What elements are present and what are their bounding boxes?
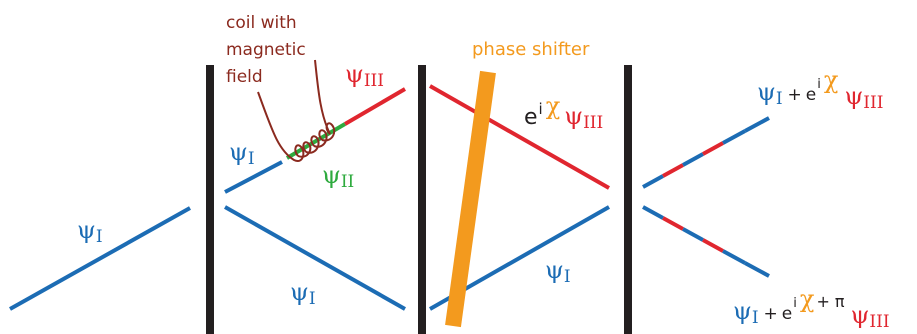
output-lower-beam (642, 205, 770, 278)
coil-label-line-1: coil with (226, 13, 297, 33)
middle-beam-red (429, 84, 610, 190)
crystal-plates (206, 65, 632, 334)
output-upper-beam (642, 116, 770, 189)
upper-beam-blue (224, 160, 283, 194)
phase-shifter-label: phase shifter (472, 39, 590, 60)
psi-I-middle: ψI (545, 256, 571, 287)
coil-label-line-3: field (226, 67, 263, 87)
psi-II: ψII (322, 161, 354, 192)
upper-beam-red (343, 87, 407, 126)
coil-label-line-2: magnetic (226, 40, 306, 60)
phase-shifter-bar (445, 70, 496, 328)
incident-beam (9, 206, 191, 311)
psi-I-upper: ψI (229, 138, 255, 169)
psi-I-lower: ψI (290, 278, 316, 309)
coil-label: coil with magnetic field (226, 13, 306, 87)
psi-I-incident: ψI (77, 216, 103, 247)
coil (257, 59, 336, 162)
lower-beam-blue (224, 205, 406, 311)
beam-paths (9, 84, 770, 311)
psi-III-upper: ψIII (345, 60, 384, 91)
